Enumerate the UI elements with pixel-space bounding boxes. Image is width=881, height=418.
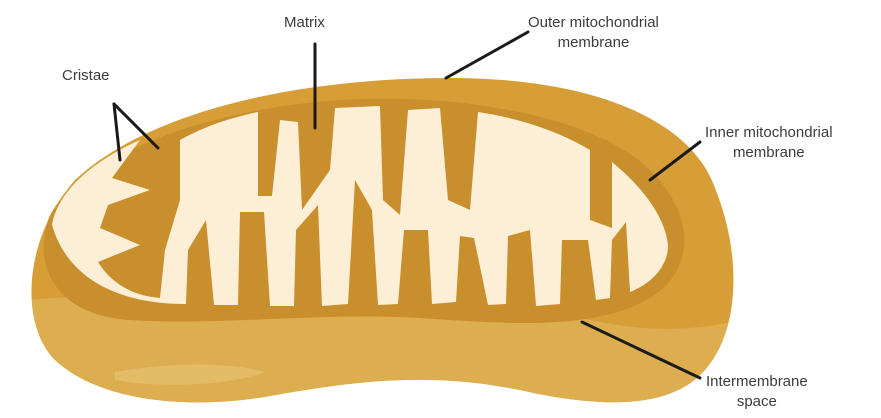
leader-line-outer-membrane (446, 32, 528, 78)
label-inner-membrane-line2: membrane (705, 143, 833, 163)
label-outer-membrane-line1: Outer mitochondrial (528, 13, 659, 33)
label-cristae: Cristae (62, 66, 110, 86)
label-inner-membrane-line1: Inner mitochondrial (705, 123, 833, 143)
label-outer-membrane: Outer mitochondrial membrane (528, 13, 659, 53)
label-intermembrane-space: Intermembrane space (706, 372, 808, 412)
label-outer-membrane-line2: membrane (528, 33, 659, 53)
label-matrix-text: Matrix (284, 13, 325, 33)
label-inner-membrane: Inner mitochondrial membrane (705, 123, 833, 163)
label-matrix: Matrix (284, 13, 325, 33)
label-intermembrane-space-line2: space (706, 392, 808, 412)
label-cristae-text: Cristae (62, 66, 110, 86)
label-intermembrane-space-line1: Intermembrane (706, 372, 808, 392)
